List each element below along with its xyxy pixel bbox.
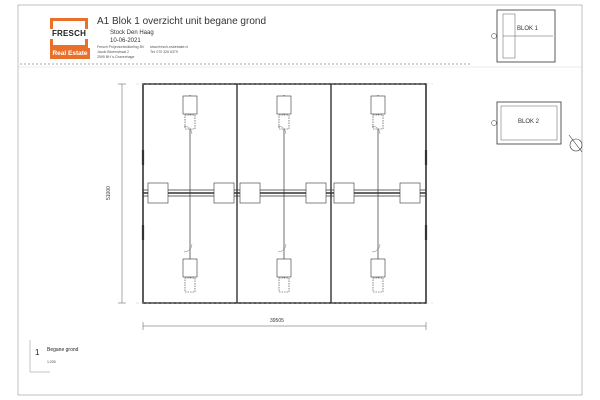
- north-arrow-icon: [568, 134, 583, 153]
- bathroom-units-bottom: [182, 258, 386, 293]
- drawing-title: A1 Blok 1 overzicht unit begane grond: [97, 16, 266, 27]
- dimension-height-label: 51000: [106, 186, 112, 200]
- contact-line-3: 2595 BH 's-Gravenhage: [97, 55, 135, 59]
- sheet-number: 1: [35, 348, 40, 357]
- sheet-name: Begane grond: [47, 347, 79, 353]
- keyplan-blok-1: [491, 9, 556, 63]
- sanitary-blocks-middle: [147, 182, 421, 204]
- contact-line-1: Fresch Projectontwikkeling BV: [97, 45, 145, 49]
- project-location: Stock Den Haag: [110, 30, 154, 36]
- dimension-width-label: 39505: [270, 318, 284, 324]
- contact-line-2: Jacob Bloemstraat 2: [97, 50, 129, 54]
- sheet-border: [17, 4, 583, 396]
- facade-windows: [141, 150, 428, 240]
- dimension-vertical: [118, 83, 126, 304]
- grid-lines: [136, 83, 433, 304]
- logo-text: FRESCH: [50, 29, 88, 39]
- web-line-2: Tel: 070 326 6379: [150, 50, 178, 54]
- drawing-date: 10-06-2021: [110, 38, 141, 44]
- keyplan-blok-2-label: BLOK 2: [518, 119, 540, 125]
- sheet-scale: 1:200: [47, 360, 56, 364]
- keyplan-blok-2: [491, 101, 562, 145]
- dimension-horizontal: [142, 322, 427, 330]
- bathroom-units-top: [182, 95, 386, 130]
- keyplan-blok-1-label: BLOK 1: [517, 26, 539, 32]
- logo-subtitle: Real Estate: [50, 48, 90, 59]
- door-swings: [183, 125, 381, 253]
- web-line-1: www.fresch-realestate.nl: [150, 45, 189, 49]
